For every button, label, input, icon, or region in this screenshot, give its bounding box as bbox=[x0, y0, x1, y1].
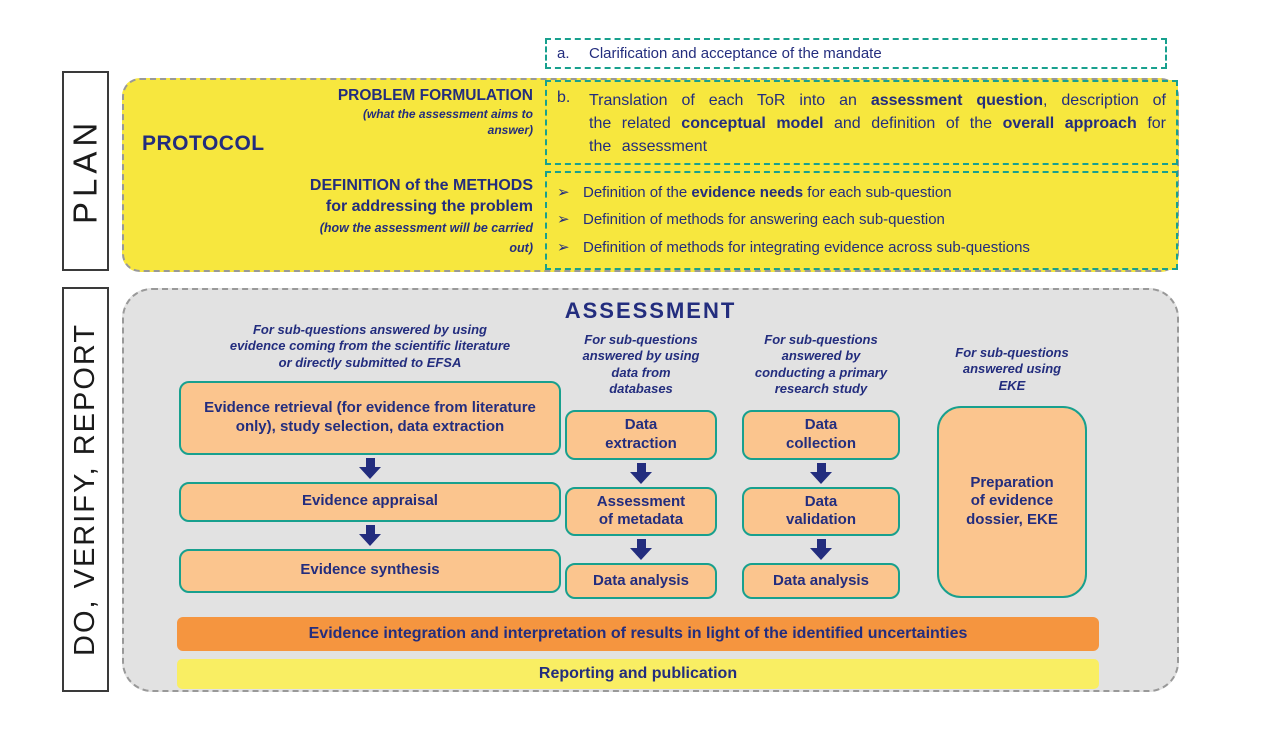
do-verify-report-phase-text: DO, VERIFY, REPORT bbox=[69, 322, 101, 657]
eke-dossier-box: Preparation of evidence dossier, EKE bbox=[937, 405, 1087, 598]
data-collection-box: Data collection bbox=[742, 410, 900, 460]
definition-list-item: ➢ Definition of methods for integrating … bbox=[557, 238, 1166, 258]
down-arrow-icon bbox=[630, 462, 652, 484]
data-validation-box: Data validation bbox=[742, 486, 900, 536]
problem-formulation-subtitle: (what the assessment aims to answer) bbox=[362, 107, 533, 137]
down-arrow-icon bbox=[630, 539, 652, 560]
translation-seg-4: and definition of the bbox=[823, 115, 1003, 133]
arrow-head bbox=[359, 533, 381, 546]
arrow-bullet-icon: ➢ bbox=[557, 183, 570, 201]
definition-list-item-text: Definition of methods for integrating ev… bbox=[583, 239, 1030, 257]
arrow-head bbox=[810, 471, 832, 484]
item1-pre: Definition of the bbox=[583, 183, 692, 201]
definition-methods-bold-text: DEFINITION of the METHODS for addressing… bbox=[309, 177, 533, 215]
databases-column-header: For sub-questions answered by using data… bbox=[582, 332, 700, 396]
arrow-bullet-icon: ➢ bbox=[557, 239, 570, 257]
definition-list-item: ➢ Definition of methods for answering ea… bbox=[557, 210, 1166, 230]
arrow-stem bbox=[365, 524, 375, 534]
evidence-integration-bar: Evidence integration and interpretation … bbox=[177, 617, 1099, 651]
down-arrow-icon bbox=[359, 457, 381, 479]
reporting-publication-bar: Reporting and publication bbox=[177, 659, 1099, 689]
assessment-title: ASSESSMENT bbox=[564, 298, 737, 323]
literature-column-header: For sub-questions answered by using evid… bbox=[229, 322, 511, 370]
arrow-stem bbox=[816, 462, 826, 472]
translation-box: b. Translation of each ToR into an asses… bbox=[545, 80, 1178, 165]
evidence-appraisal-box: Evidence appraisal bbox=[179, 481, 561, 522]
arrow-stem bbox=[636, 462, 646, 472]
problem-formulation-block: PROBLEM FORMULATION (what the assessment… bbox=[271, 86, 533, 139]
primary-research-column: For sub-questions answered by conducting… bbox=[742, 332, 900, 599]
mandate-box-text: Clarification and acceptance of the mand… bbox=[589, 45, 882, 62]
literature-evidence-column: For sub-questions answered by using evid… bbox=[179, 322, 561, 593]
definition-list-item-text: Definition of the evidence needs for eac… bbox=[583, 183, 1166, 203]
translation-seg-5: overall approach bbox=[1002, 115, 1137, 133]
data-analysis-box: Data analysis bbox=[742, 563, 900, 599]
translation-seg-1: assessment question bbox=[870, 92, 1044, 109]
definition-list-item-text: Definition of methods for answering each… bbox=[583, 211, 945, 229]
arrow-bullet-icon: ➢ bbox=[557, 211, 570, 229]
arrow-head bbox=[810, 548, 832, 560]
definition-methods-italic-text: (how the assessment will be carried out) bbox=[319, 220, 533, 256]
arrow-head bbox=[630, 471, 652, 484]
definition-list-item: ➢ Definition of the evidence needs for e… bbox=[557, 183, 1166, 203]
assessment-panel: ASSESSMENT For sub-questions answered by… bbox=[122, 288, 1179, 692]
arrow-stem bbox=[365, 457, 375, 467]
translation-box-text: Translation of each ToR into an assessme… bbox=[589, 89, 1166, 159]
evidence-retrieval-box: Evidence retrieval (for evidence from li… bbox=[179, 380, 561, 455]
arrow-stem bbox=[636, 539, 646, 548]
arrow-head bbox=[630, 548, 652, 560]
primary-research-column-header: For sub-questions answered by conducting… bbox=[754, 332, 888, 396]
definition-list-box: ➢ Definition of the evidence needs for e… bbox=[545, 171, 1178, 270]
data-extraction-box: Data extraction bbox=[565, 410, 717, 460]
evidence-synthesis-box: Evidence synthesis bbox=[179, 548, 561, 593]
mandate-box-letter: a. bbox=[557, 45, 570, 62]
do-verify-report-phase-label: DO, VERIFY, REPORT bbox=[62, 287, 109, 692]
translation-seg-3: conceptual model bbox=[681, 115, 824, 133]
assessment-of-metadata-box: Assessment of metadata bbox=[565, 486, 717, 536]
translation-seg-0: Translation of each ToR into an bbox=[589, 92, 871, 109]
protocol-title: PROTOCOL bbox=[142, 132, 265, 155]
translation-box-letter: b. bbox=[557, 89, 571, 106]
eke-column-header: For sub-questions answered using EKE bbox=[955, 345, 1069, 393]
item1-post: for each sub-question bbox=[803, 183, 952, 201]
down-arrow-icon bbox=[810, 539, 832, 560]
arrow-head bbox=[359, 466, 381, 479]
databases-column: For sub-questions answered by using data… bbox=[565, 332, 717, 599]
data-analysis-box: Data analysis bbox=[565, 563, 717, 599]
down-arrow-icon bbox=[359, 524, 381, 546]
item1-bold: evidence needs bbox=[691, 183, 804, 201]
plan-phase-label: PLAN bbox=[62, 71, 109, 271]
translation-seg-2: , description of the related bbox=[589, 92, 1166, 133]
eke-column: For sub-questions answered using EKE Pre… bbox=[937, 345, 1087, 598]
down-arrow-icon bbox=[810, 462, 832, 484]
translation-seg-6: for the assessment bbox=[589, 115, 1166, 156]
problem-formulation-title: PROBLEM FORMULATION bbox=[337, 87, 533, 104]
plan-phase-text: PLAN bbox=[66, 117, 104, 225]
mandate-box: a. Clarification and acceptance of the m… bbox=[545, 38, 1167, 69]
definition-methods-block: DEFINITION of the METHODS for addressing… bbox=[305, 176, 533, 259]
arrow-stem bbox=[816, 539, 826, 548]
